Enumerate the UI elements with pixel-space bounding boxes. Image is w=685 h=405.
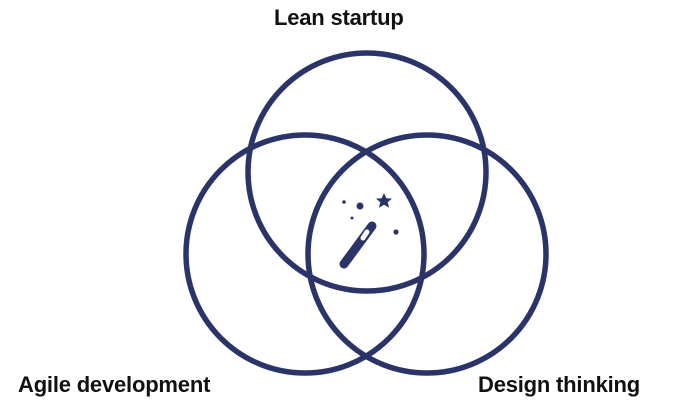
circle-agile-development — [183, 132, 427, 376]
label-lean-startup: Lean startup — [274, 5, 404, 30]
label-agile-development: Agile development — [18, 372, 211, 397]
magic-wand-icon — [339, 193, 399, 269]
label-design-thinking: Design thinking — [478, 372, 641, 397]
circle-design-thinking — [305, 132, 549, 376]
circle-lean-startup — [245, 50, 489, 294]
